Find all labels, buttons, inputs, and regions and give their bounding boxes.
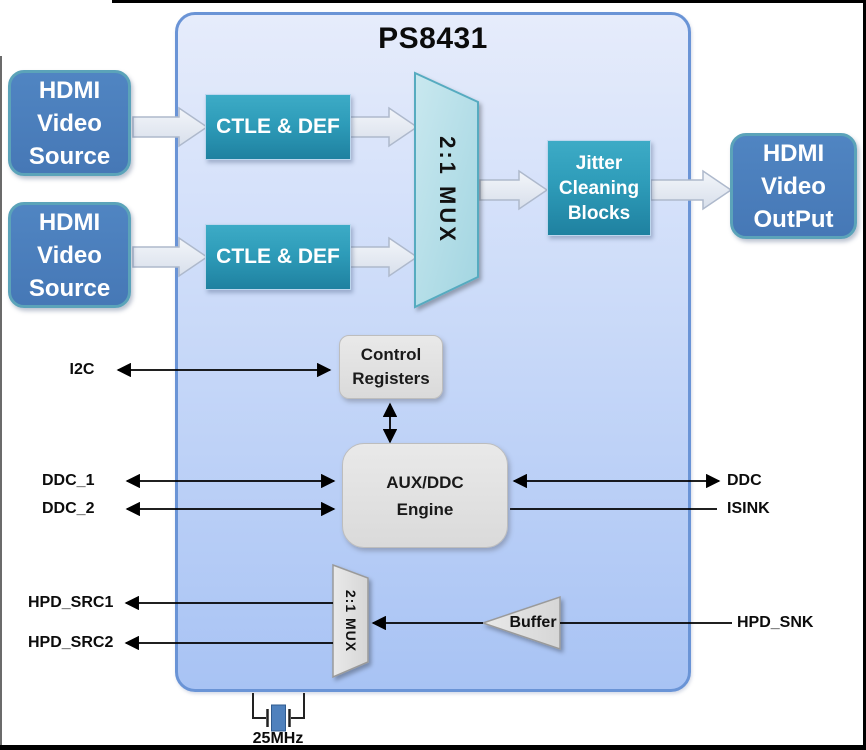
- crystal-symbol: [252, 693, 305, 732]
- mux-main-shape: [414, 71, 479, 309]
- arrow-ctle1-to-mux: [349, 106, 419, 148]
- buffer-label: Buffer: [509, 614, 557, 631]
- page-border-bottom: [0, 745, 866, 750]
- port-label-ddc1: DDC_1: [42, 472, 95, 489]
- mux-hpd-shape: [332, 563, 369, 679]
- port-label-hpd-snk: HPD_SNK: [737, 614, 814, 631]
- crystal-body: [271, 704, 286, 732]
- port-label-ddc2: DDC_2: [42, 500, 95, 517]
- arrow-mux-to-jitter: [479, 169, 549, 211]
- arrow-src1-to-ctle1: [132, 106, 209, 148]
- page-border-top: [112, 0, 866, 3]
- port-label-ddc: DDC: [727, 472, 762, 489]
- mux-main-label: 2:1 MUX: [435, 136, 460, 244]
- control-registers-block: Control Registers: [339, 335, 443, 399]
- jitter-cleaning-block: Jitter Cleaning Blocks: [547, 140, 651, 236]
- hdmi-video-output-block: HDMI Video OutPut: [730, 133, 857, 239]
- port-label-isink: ISINK: [727, 500, 770, 517]
- arrow-src2-to-ctle2: [132, 236, 209, 278]
- ctle-def-2-block: CTLE & DEF: [205, 224, 351, 290]
- arrow-ctle2-to-mux: [349, 236, 419, 278]
- port-label-i2c: I2C: [69, 361, 95, 378]
- mux-hpd-label: 2:1 MUX: [343, 589, 359, 653]
- aux-ddc-engine-block: AUX/DDC Engine: [342, 443, 508, 548]
- page-border-right: [863, 0, 866, 750]
- hdmi-video-source-2-block: HDMI Video Source: [8, 202, 131, 308]
- ctle-def-1-block: CTLE & DEF: [205, 94, 351, 160]
- port-label-hpd-src1: HPD_SRC1: [28, 594, 114, 611]
- hdmi-video-source-1-block: HDMI Video Source: [8, 70, 131, 176]
- arrow-jitter-to-output: [650, 169, 733, 211]
- chip-title: PS8431: [378, 22, 488, 55]
- port-label-hpd-src2: HPD_SRC2: [28, 634, 114, 651]
- crystal-frequency-label: 25MHz: [252, 730, 304, 747]
- page-border-left: [0, 56, 2, 745]
